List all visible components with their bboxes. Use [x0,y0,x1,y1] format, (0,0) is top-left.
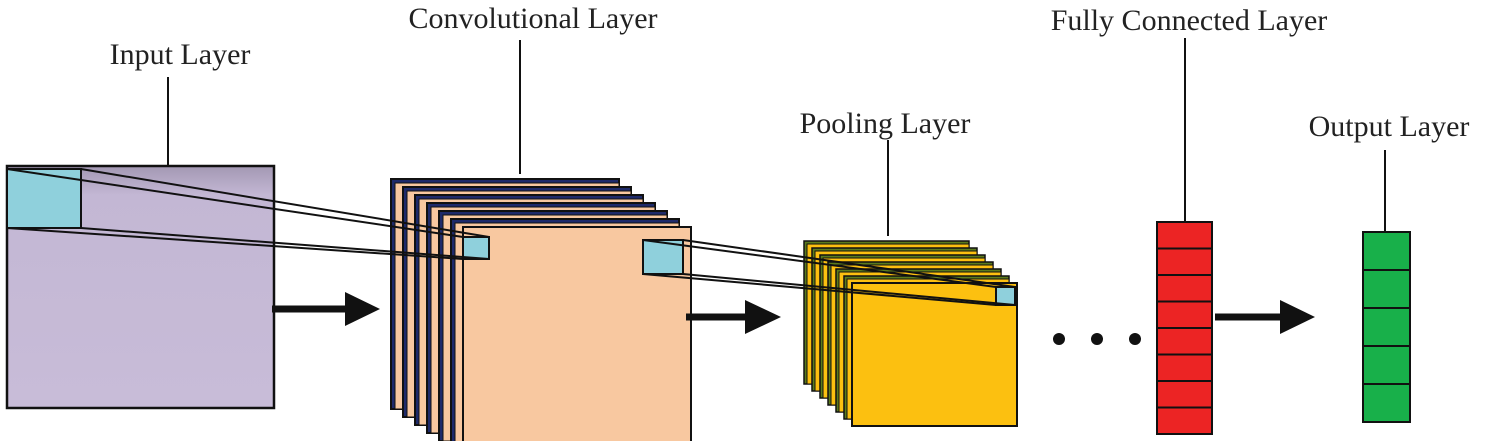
pool-feature-map-front [851,282,1018,427]
fc-neuron-cell [1156,406,1213,435]
connection-line [80,227,490,260]
conv-receptive-field-right [642,239,684,275]
output-neuron-cell [1362,345,1411,385]
input-layer-label: Input Layer [110,38,251,71]
fc-neuron-cell [1156,247,1213,276]
output-neuron-cell [1362,231,1411,271]
fully-connected-layer-label: Fully Connected Layer [1051,4,1328,37]
output-layer-label: Output Layer [1309,110,1470,143]
connection-line [682,239,1016,288]
connection-lines [6,168,1016,306]
fc-neuron-cell [1156,353,1213,382]
right-arrow-icon [272,292,380,326]
connection-line [642,273,997,306]
pooling-layer-label: Pooling Layer [800,107,971,140]
label-leaders [167,38,1386,236]
pooling-layer [803,240,1018,427]
right-arrow-icon [686,300,781,334]
connection-line [642,239,997,288]
connection-line [6,168,464,238]
input-layer [5,164,276,410]
fc-neuron-cell [1156,300,1213,329]
right-arrow-icon [1215,300,1315,334]
output-neuron-cell [1362,383,1411,423]
connection-line [80,168,490,238]
conv-receptive-field-left [462,236,490,260]
fc-neuron-cell [1156,327,1213,356]
ellipsis-dots-icon [1053,333,1141,345]
fc-neuron-cell [1156,274,1213,303]
fully-connected-layer [1156,221,1213,435]
output-layer [1362,231,1411,423]
convolutional-layer [390,178,692,441]
fc-neuron-cell [1156,380,1213,409]
fc-neuron-cell [1156,221,1213,250]
pool-receptive-field [995,286,1016,306]
connection-line [682,273,1016,306]
convolutional-layer-label: Convolutional Layer [408,2,657,35]
output-neuron-cell [1362,269,1411,309]
output-neuron-cell [1362,307,1411,347]
connection-line [6,227,464,260]
